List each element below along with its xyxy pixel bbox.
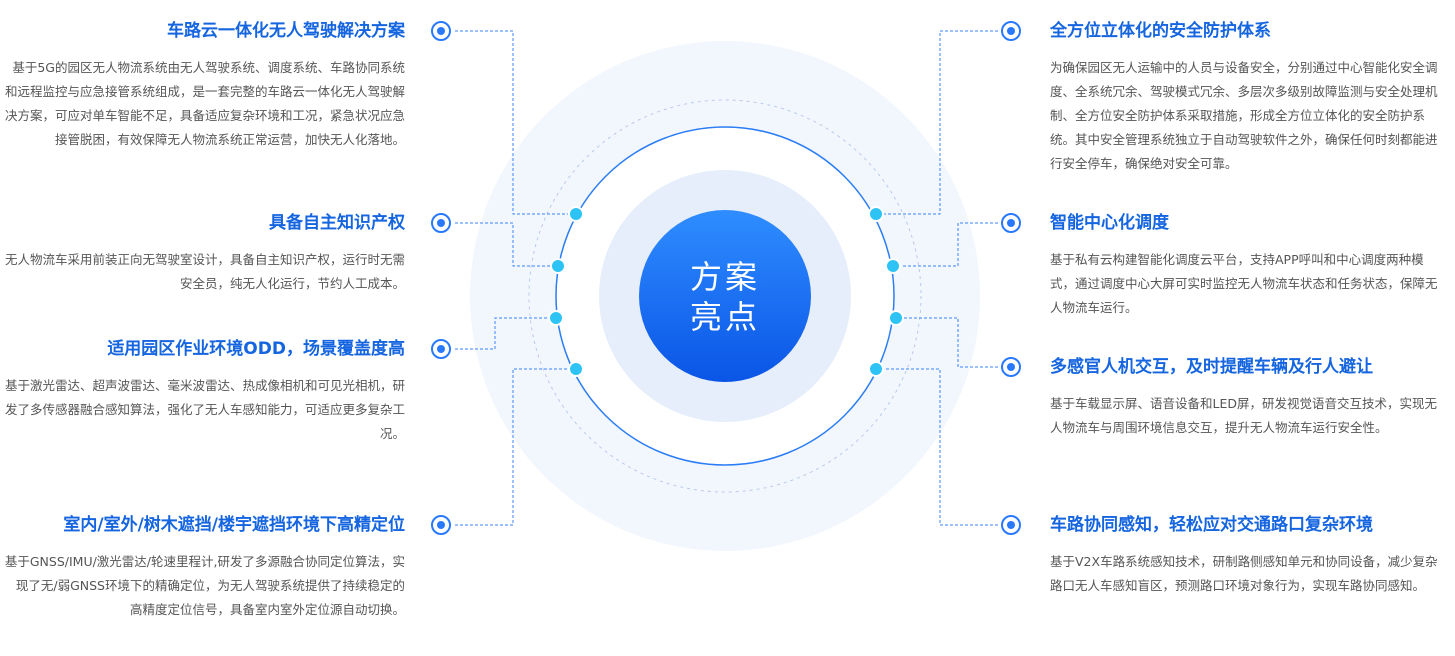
feature-right-1-desc: 为确保园区无人运输中的人员与设备安全，分别通过中心智能化安全调度、全系统冗余、驾… [1050, 60, 1438, 171]
feature-left-2-desc: 无人物流车采用前装正向无驾驶室设计，具备自主知识产权，运行时无需安全员，纯无人化… [4, 252, 405, 291]
bullet-left-1-icon [431, 21, 451, 41]
feature-left-2-title: 具备自主知识产权 [269, 213, 405, 233]
bullet-right-2-icon [1001, 213, 1021, 233]
bullet-left-2-icon [431, 213, 451, 233]
feature-right-4: 车路协同感知，轻松应对交通路口复杂环境 基于V2X车路系统感知技术，研制路侧感知… [1050, 514, 1446, 598]
feature-left-3-desc: 基于激光雷达、超声波雷达、毫米波雷达、热成像相机和可见光相机，研发了多传感器融合… [4, 378, 405, 441]
bullet-right-1-icon [1001, 21, 1021, 41]
feature-right-3-desc: 基于车载显示屏、语音设备和LED屏，研发视觉语音交互技术，实现无人物流车与周围环… [1050, 396, 1437, 435]
feature-right-2-title: 智能中心化调度 [1050, 213, 1169, 233]
connector-right-3 [896, 317, 998, 368]
feature-left-1-desc: 基于5G的园区无人物流系统由无人驾驶系统、调度系统、车路协同系统和远程监控与应急… [4, 60, 405, 147]
feature-right-3-title: 多感官人机交互，及时提醒车辆及行人避让 [1050, 357, 1373, 377]
node-right-1 [868, 206, 884, 222]
center-label: 方案 亮点 [640, 212, 810, 382]
feature-left-1-title: 车路云一体化无人驾驶解决方案 [167, 21, 405, 41]
feature-left-2: 具备自主知识产权 无人物流车采用前装正向无驾驶室设计，具备自主知识产权，运行时无… [4, 212, 405, 296]
feature-left-4-desc: 基于GNSS/IMU/激光雷达/轮速里程计,研发了多源融合协同定位算法，实现了无… [4, 554, 405, 617]
connector-right-1 [876, 30, 998, 215]
feature-right-4-title: 车路协同感知，轻松应对交通路口复杂环境 [1050, 515, 1373, 535]
node-left-1 [568, 206, 584, 222]
dashed-ring [528, 99, 922, 493]
feature-left-4-title: 室内/室外/树木遮挡/楼宇遮挡环境下高精定位 [63, 515, 405, 535]
node-left-2 [550, 258, 566, 274]
bullet-right-3-icon [1001, 357, 1021, 377]
feature-left-4: 室内/室外/树木遮挡/楼宇遮挡环境下高精定位 基于GNSS/IMU/激光雷达/轮… [4, 514, 405, 622]
feature-left-3: 适用园区作业环境ODD，场景覆盖度高 基于激光雷达、超声波雷达、毫米波雷达、热成… [4, 338, 405, 446]
connector-right-4 [876, 368, 998, 526]
feature-right-2-desc: 基于私有云构建智能化调度云平台，支持APP呼叫和中心调度两种模式，通过调度中心大… [1050, 252, 1438, 315]
node-right-2 [885, 258, 901, 274]
node-left-3 [548, 310, 564, 326]
bullet-right-4-icon [1001, 515, 1021, 535]
feature-right-1-title: 全方位立体化的安全防护体系 [1050, 21, 1271, 41]
bullet-left-3-icon [431, 339, 451, 359]
node-right-4 [868, 361, 884, 377]
feature-right-3: 多感官人机交互，及时提醒车辆及行人避让 基于车载显示屏、语音设备和LED屏，研发… [1050, 356, 1446, 440]
feature-left-1: 车路云一体化无人驾驶解决方案 基于5G的园区无人物流系统由无人驾驶系统、调度系统… [4, 20, 405, 152]
connector-left-1 [455, 30, 576, 215]
node-right-3 [888, 310, 904, 326]
feature-left-3-title: 适用园区作业环境ODD，场景覆盖度高 [107, 339, 405, 359]
feature-right-4-desc: 基于V2X车路系统感知技术，研制路侧感知单元和协同设备，减少复杂路口无人车感知盲… [1050, 554, 1438, 593]
connectors [455, 30, 998, 526]
core-circle [639, 210, 811, 382]
bullet-left-4-icon [431, 515, 451, 535]
ring-nodes [548, 206, 904, 377]
connector-left-3 [455, 317, 556, 350]
connector-right-2 [893, 222, 998, 267]
center-label-line2: 亮点 [689, 298, 760, 336]
feature-right-2: 智能中心化调度 基于私有云构建智能化调度云平台，支持APP呼叫和中心调度两种模式… [1050, 212, 1446, 320]
connector-left-4 [455, 368, 576, 526]
node-left-4 [568, 361, 584, 377]
feature-right-1: 全方位立体化的安全防护体系 为确保园区无人运输中的人员与设备安全，分别通过中心智… [1050, 20, 1446, 176]
center-label-line1: 方案 [689, 258, 760, 296]
